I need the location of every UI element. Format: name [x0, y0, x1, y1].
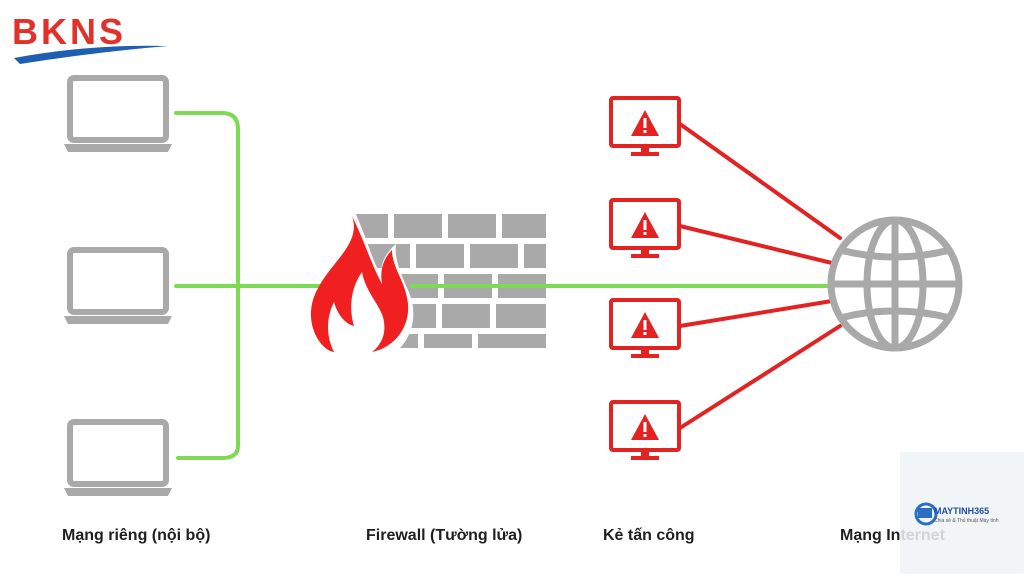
attack-line-2 [678, 224, 838, 266]
warning-monitor-icon [609, 400, 681, 460]
laptop-icon [64, 247, 172, 324]
watermark-brand: MAYTINH365 [934, 506, 990, 516]
brand-logo: BKNS [12, 11, 127, 52]
globe-icon [827, 216, 963, 352]
attack-connections [678, 122, 842, 430]
attack-line-1 [678, 122, 842, 240]
label-private-network: Mạng riêng (nội bộ) [62, 527, 211, 544]
flame-icon [310, 210, 414, 352]
firewall-icon [356, 214, 546, 348]
warning-monitor-icon [609, 198, 681, 258]
logo-swoosh [14, 45, 168, 64]
label-firewall: Firewall (Tường lửa) [366, 527, 523, 544]
warning-monitor-icon [609, 298, 681, 358]
warning-monitor-icon [609, 96, 681, 156]
attack-line-3 [678, 298, 840, 328]
laptop-icon [64, 419, 172, 496]
attack-line-4 [678, 324, 842, 430]
label-attackers: Kẻ tấn công [603, 527, 695, 544]
watermark: MAYTINH365 Chia sẻ & Thủ thuật Máy tính [900, 452, 1024, 574]
laptop-icon [64, 75, 172, 152]
watermark-tagline: Chia sẻ & Thủ thuật Máy tính [934, 518, 999, 524]
watermark-logo-icon [914, 502, 938, 526]
